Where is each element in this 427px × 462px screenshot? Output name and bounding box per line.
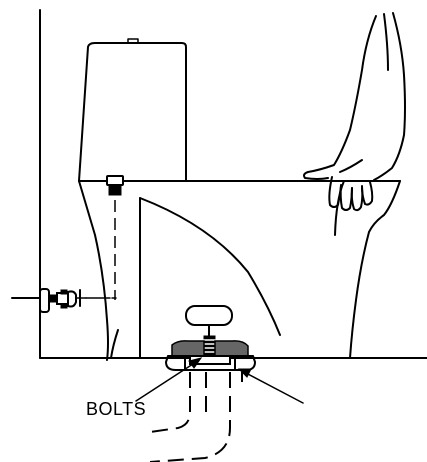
- tank-bolt: [106, 175, 124, 300]
- hand: [303, 12, 406, 212]
- flange-arrow: [237, 368, 304, 404]
- floor-flange: [165, 340, 256, 371]
- bolts-arrow: [135, 357, 203, 402]
- tank-lid-knob: [127, 38, 139, 44]
- bolts-label: BOLTS: [86, 399, 147, 419]
- toilet-tank: [78, 38, 187, 182]
- water-supply-valve: [11, 288, 117, 313]
- drain-pipe: [149, 372, 243, 462]
- toilet-bowl: [78, 180, 401, 361]
